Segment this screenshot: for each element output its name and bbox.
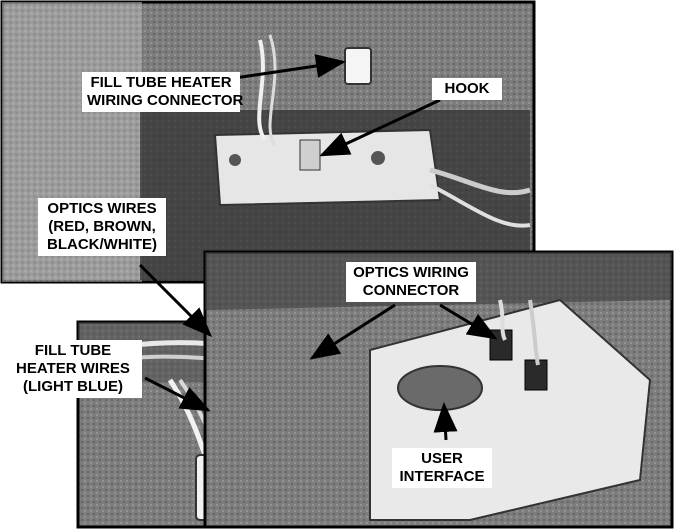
arrow-user-interface [433,402,458,441]
callout-arrows [138,54,498,441]
arrow-optics-connector-right [439,303,498,340]
arrow-optics-wires [138,263,213,338]
arrow-hook [319,98,441,157]
label-fill-tube-heater-wires: FILL TUBE HEATER WIRES (LIGHT BLUE) [4,340,142,398]
label-user-interface: USER INTERFACE [392,448,492,488]
label-optics-wires: OPTICS WIRES (RED, BROWN, BLACK/WHITE) [38,198,166,256]
label-fill-tube-heater-connector: FILL TUBE HEATER WIRING CONNECTOR [82,72,243,112]
label-hook: HOOK [432,78,502,100]
arrow-heater-wires [144,376,211,412]
arrow-optics-connector-left [309,303,396,360]
label-optics-wiring-connector: OPTICS WIRING CONNECTOR [346,262,476,302]
arrow-fill-tube-connector [234,54,346,80]
